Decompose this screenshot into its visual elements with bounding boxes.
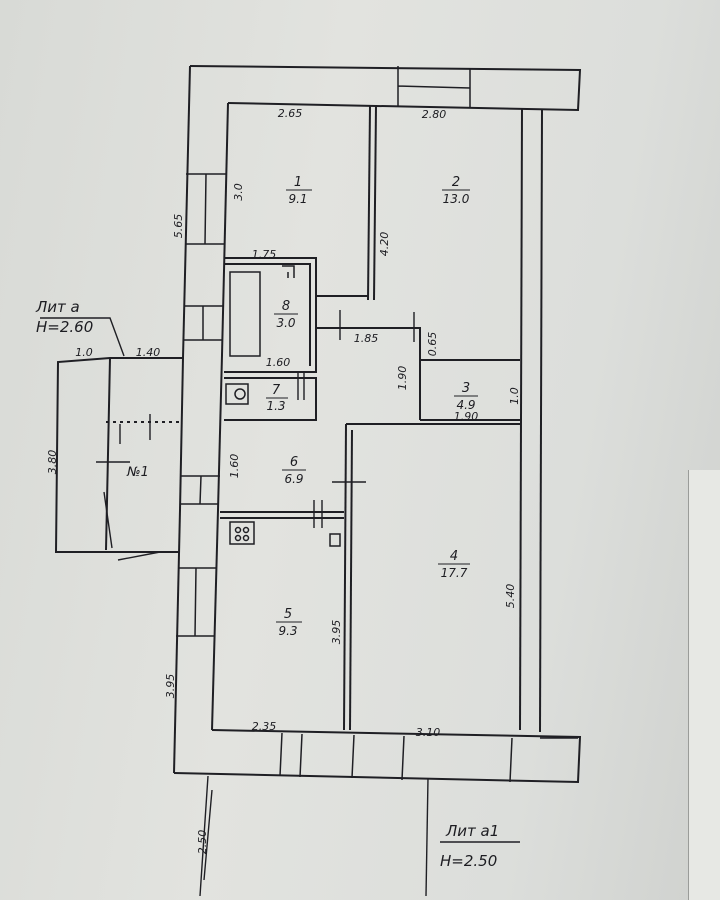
dim-room5-height: 3.95: [330, 620, 343, 645]
dim-porch-height: 3.80: [46, 450, 59, 475]
door-mark-wc: [297, 372, 305, 400]
dim-bath-width: 1.75: [252, 248, 277, 261]
room-1-number: 1: [294, 175, 302, 190]
room-3-area: 4.9: [456, 398, 475, 412]
window-room1: [185, 173, 226, 245]
dim-corridor-width: 1.85: [354, 332, 379, 345]
dim-room5-width: 2.35: [252, 720, 277, 733]
inner-wall-left-upper: [221, 102, 229, 356]
dim-hall-height: 1.60: [228, 454, 241, 479]
stove-icon: [229, 521, 255, 545]
dim-room4-width: 3.10: [416, 726, 441, 739]
dim-top-room1: 2.65: [278, 107, 303, 120]
extension-left: [199, 775, 213, 897]
room4-left-wall: [343, 423, 347, 731]
dim-top-room2: 2.80: [422, 108, 447, 121]
sink-icon: [282, 265, 295, 278]
dim-room3-height: 1.0: [508, 387, 521, 405]
windows: [176, 66, 578, 783]
room-1-area: 9.1: [288, 192, 307, 206]
window-top: [397, 66, 471, 108]
extension-right: [425, 777, 429, 897]
window-bottom-2: [401, 735, 578, 783]
dim-corridor-offset: 0.65: [426, 332, 439, 357]
toilet-bowl-icon: [234, 388, 246, 400]
annex-a-leader: [40, 317, 125, 357]
toilet-icon: [225, 383, 249, 405]
room-5-number: 5: [284, 607, 292, 622]
dimension-labels: 2.65 2.80 3.0 5.65 4.20 1.75 1.85 0.65 1…: [46, 107, 521, 854]
outer-wall-left-lower: [173, 509, 181, 774]
outer-wall-right: [539, 109, 543, 733]
bathroom-walls-inner: [224, 263, 311, 366]
outer-wall-left-upper: [182, 65, 191, 359]
annex-a1-height: H=2.50: [440, 852, 497, 870]
room-6-area: 6.9: [284, 472, 303, 486]
outer-wall-left-middle: [179, 357, 184, 511]
room-3-number: 3: [462, 381, 470, 396]
porch-room-number: №1: [126, 465, 149, 480]
adjacent-sheet-edge: [688, 470, 720, 900]
annex-a-title: Лит а: [35, 298, 80, 316]
wc-walls: [224, 377, 317, 421]
dim-porch-width-a: 1.0: [75, 346, 93, 359]
outer-wall-bottom: [173, 729, 582, 784]
window-room5: [176, 567, 216, 637]
window-hall: [181, 475, 220, 505]
room-4-number: 4: [450, 549, 458, 564]
room-8-number: 8: [282, 299, 290, 314]
porch-ticks: [96, 414, 151, 463]
dim-room3-width: 1.90: [454, 410, 479, 423]
porch-door-line: [103, 491, 113, 549]
room-8-area: 3.0: [276, 316, 295, 330]
dim-outer-left-bottom: 3.95: [164, 674, 177, 699]
annex-labels: Лит а H=2.60 Лит а1 H=2.50: [35, 298, 499, 870]
window-bath: [183, 305, 224, 341]
partition-1-2b: [373, 105, 377, 301]
room-7-number: 7: [272, 383, 281, 398]
corridor-walls: [316, 327, 421, 420]
room-5-area: 9.3: [278, 624, 297, 638]
room-2-area: 13.0: [443, 192, 470, 206]
dim-corridor-height: 1.90: [396, 366, 409, 391]
inner-wall-left-middle: [217, 354, 223, 511]
dim-bottom-ext: 2.50: [196, 830, 209, 855]
dim-left-room1: 3.0: [232, 183, 245, 201]
inner-wall-right: [519, 107, 523, 731]
room-7-area: 1.3: [266, 399, 285, 413]
bathtub-icon: [229, 271, 261, 357]
kitchen-sink-icon: [329, 533, 341, 547]
fixtures: [225, 265, 341, 547]
outer-wall-top: [189, 65, 582, 112]
annex-a1-title: Лит а1: [445, 822, 499, 840]
porch-outline: [54, 357, 183, 553]
room-4-area: 17.7: [441, 566, 468, 580]
partition-1-2: [367, 105, 371, 301]
room-2-number: 2: [452, 175, 460, 190]
inner-wall-left-lower: [211, 509, 219, 731]
annex-a-height: H=2.60: [36, 318, 93, 336]
door-marks: [40, 310, 520, 897]
dim-room2-height: 4.20: [378, 232, 391, 257]
dim-porch-width-b: 1.40: [136, 346, 161, 359]
porch-entry-line: [117, 551, 161, 561]
dim-outer-left-top: 5.65: [172, 214, 185, 239]
room-6-number: 6: [290, 455, 298, 470]
room-labels: 1 9.1 2 13.0 3 4.9 4 17.7 5 9.3 6 6.9 7 …: [126, 175, 478, 638]
bathroom-walls: [224, 257, 317, 373]
door-mark-corridor: [339, 310, 415, 342]
window-bottom-1: [279, 732, 355, 779]
door-mark-room5: [313, 500, 323, 528]
room4-left-wall-b: [349, 429, 353, 731]
dim-wc-width: 1.60: [266, 356, 291, 369]
porch-inner-wall: [105, 357, 111, 551]
dim-room4-height: 5.40: [504, 584, 517, 609]
plan-walls: [54, 65, 582, 784]
